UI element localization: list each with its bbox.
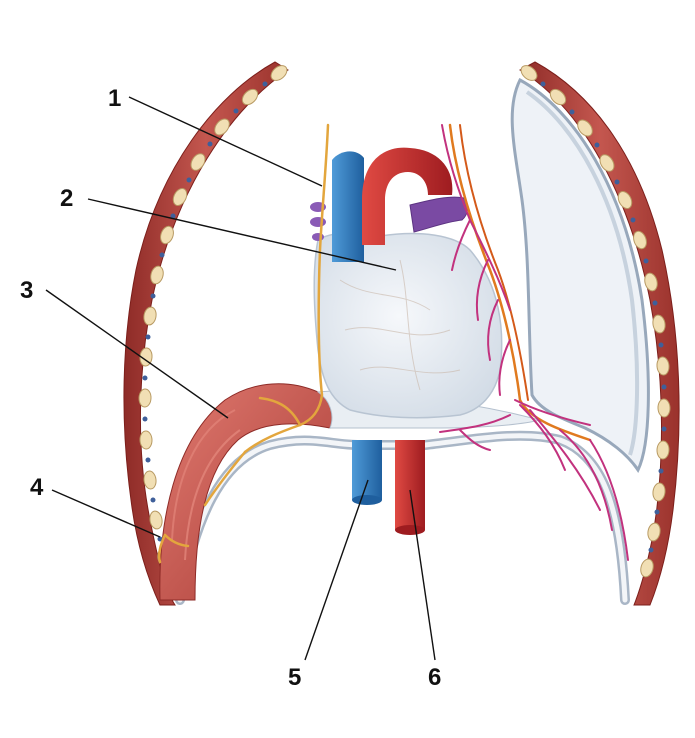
callout-6: 6 xyxy=(428,664,442,691)
callout-1: 1 xyxy=(108,85,122,112)
right-pleural-cavity xyxy=(510,77,650,474)
left-chest-wall xyxy=(123,61,289,606)
callout-3: 3 xyxy=(20,277,34,304)
leader-line-2 xyxy=(87,198,397,271)
leader-line-3 xyxy=(45,289,229,419)
right-phrenic-vessels xyxy=(439,123,629,561)
leader-lines xyxy=(45,96,436,661)
leader-line-5 xyxy=(304,479,369,661)
callout-2: 2 xyxy=(60,185,74,212)
right-chest-wall xyxy=(518,61,680,606)
leader-line-6 xyxy=(409,489,436,661)
left-phrenic-nerve xyxy=(157,123,330,564)
callout-5: 5 xyxy=(288,664,302,691)
inferior-vessels xyxy=(352,440,425,535)
leader-line-1 xyxy=(128,96,323,187)
leader-line-4 xyxy=(51,489,161,538)
callout-4: 4 xyxy=(30,474,44,501)
